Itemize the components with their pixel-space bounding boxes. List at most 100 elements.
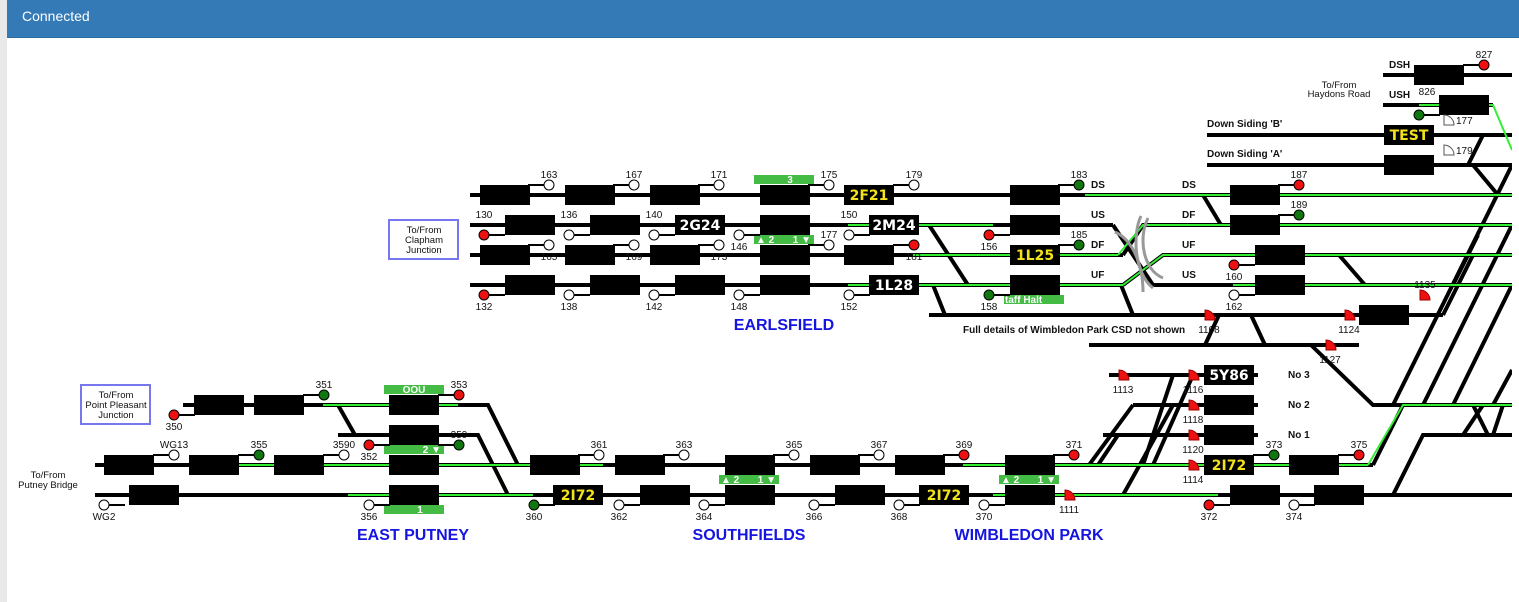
- train-2I72-b[interactable]: 2I72: [553, 485, 603, 505]
- shunt-signal-number: 1118: [1183, 415, 1204, 426]
- signal-373[interactable]: 373: [1253, 440, 1283, 461]
- signal-364[interactable]: 364: [696, 499, 725, 523]
- train-2M24[interactable]: 2M24: [869, 215, 919, 235]
- signal-158[interactable]: 158: [981, 289, 1010, 313]
- signal-number: 372: [1201, 512, 1218, 523]
- shunt-signal-1108[interactable]: 1108: [1198, 309, 1220, 336]
- shunt-signal-1127[interactable]: 1127: [1319, 339, 1341, 366]
- train-TEST[interactable]: TEST: [1384, 125, 1434, 145]
- train-2G24[interactable]: 2G24: [675, 215, 725, 235]
- train-1L28[interactable]: 1L28: [869, 275, 919, 295]
- signal-372[interactable]: 372: [1201, 499, 1230, 523]
- signal-365[interactable]: 365: [773, 440, 803, 461]
- svg-text:1L25: 1L25: [1016, 248, 1054, 264]
- signal-827[interactable]: 827: [1463, 50, 1493, 71]
- signal-362[interactable]: 362: [611, 499, 640, 523]
- signal-165[interactable]: 165: [528, 239, 558, 263]
- shunt-signal-1114[interactable]: 1114: [1183, 459, 1204, 486]
- signal-179[interactable]: 179: [893, 170, 923, 191]
- signal-375[interactable]: 375: [1338, 440, 1368, 461]
- signal-148[interactable]: 148: [731, 289, 760, 313]
- signal-183[interactable]: 183: [1058, 170, 1088, 191]
- signal-351[interactable]: 351: [303, 380, 333, 401]
- shunt-disc-icon: [1443, 144, 1455, 156]
- signal-163[interactable]: 163: [528, 170, 558, 191]
- shunt-signal-1118[interactable]: 1118: [1183, 399, 1204, 426]
- signal-171[interactable]: 171: [698, 170, 728, 191]
- signal-189[interactable]: 189: [1278, 200, 1308, 221]
- signal-140[interactable]: 140: [646, 210, 675, 241]
- signal-152[interactable]: 152: [841, 289, 870, 313]
- signal-aspect-red: [983, 229, 995, 241]
- shunt-signal-1124[interactable]: 1124: [1338, 309, 1360, 336]
- signal-361[interactable]: 361: [578, 440, 608, 461]
- signal-177[interactable]: 177: [808, 230, 838, 251]
- signal-359[interactable]: 359: [438, 430, 468, 451]
- clapham-junction-box[interactable]: To/From Clapham Junction: [388, 219, 459, 260]
- signal-aspect-white: [698, 499, 710, 511]
- signal-136[interactable]: 136: [561, 210, 590, 241]
- signal-number: 350: [166, 422, 183, 433]
- shunt-signal-1135[interactable]: 1135: [1414, 280, 1436, 301]
- signal-175[interactable]: 175: [808, 170, 838, 191]
- signal-187[interactable]: 187: [1278, 170, 1308, 191]
- signal-132[interactable]: 132: [476, 289, 505, 313]
- signal-366[interactable]: 366: [806, 499, 835, 523]
- signal-WG2[interactable]: WG2: [93, 499, 125, 523]
- train-2F21[interactable]: 2F21: [844, 185, 894, 205]
- signal-360[interactable]: 360: [526, 499, 555, 523]
- signal-350[interactable]: 350: [166, 409, 195, 433]
- signal-352[interactable]: 352: [361, 439, 390, 463]
- signal-169[interactable]: 169: [613, 239, 643, 263]
- signal-370[interactable]: 370: [976, 499, 1005, 523]
- train-2I72-a[interactable]: 2I72: [1204, 455, 1254, 475]
- train-2I72-c[interactable]: 2I72: [919, 485, 969, 505]
- train-1L25[interactable]: 1L25: [1010, 245, 1060, 265]
- signal-160[interactable]: 160: [1226, 259, 1255, 283]
- signal-3590[interactable]: 3590: [323, 440, 356, 461]
- signal-356[interactable]: 356: [361, 499, 390, 523]
- signal-167[interactable]: 167: [613, 170, 643, 191]
- signal-number: 351: [316, 380, 333, 391]
- signal-138[interactable]: 138: [561, 289, 590, 313]
- signal-826[interactable]: 826: [1413, 87, 1440, 121]
- station-east-putney: EAST PUTNEY: [357, 527, 469, 544]
- signal-number: 169: [626, 252, 643, 263]
- train-5Y86[interactable]: 5Y86: [1204, 365, 1254, 385]
- signal-150[interactable]: 150: [841, 210, 870, 241]
- uf-label-2: UF: [1182, 240, 1195, 251]
- signal-371[interactable]: 371: [1053, 440, 1083, 461]
- signal-aspect-white: [1228, 289, 1240, 301]
- signal-aspect-red: [363, 439, 375, 451]
- signal-WG13[interactable]: WG13: [153, 440, 189, 461]
- signal-185[interactable]: 185: [1058, 230, 1088, 251]
- signal-369[interactable]: 369: [943, 440, 973, 461]
- shunt-signal-1113[interactable]: 1113: [1113, 369, 1134, 396]
- signal-number: 185: [1071, 230, 1088, 241]
- shunt-signal-1111[interactable]: 1111: [1059, 489, 1079, 516]
- shunt-disc-icon: [1204, 309, 1216, 321]
- signal-number: 373: [1266, 440, 1283, 451]
- us-label-2: US: [1182, 270, 1196, 281]
- signal-367[interactable]: 367: [858, 440, 888, 461]
- signal-374[interactable]: 374: [1286, 499, 1315, 523]
- shunt-signal-179[interactable]: 179: [1443, 144, 1473, 157]
- signal-368[interactable]: 368: [891, 499, 920, 523]
- signal-162[interactable]: 162: [1226, 289, 1255, 313]
- signal-130[interactable]: 130: [476, 210, 505, 241]
- signal-aspect-green: [453, 439, 465, 451]
- shunt-signal-1116[interactable]: 1116: [1183, 369, 1204, 396]
- signal-156[interactable]: 156: [981, 229, 1010, 253]
- svg-text:Junction: Junction: [98, 410, 133, 421]
- signal-181[interactable]: 181: [893, 239, 923, 263]
- signal-number: 375: [1351, 440, 1368, 451]
- signal-363[interactable]: 363: [663, 440, 693, 461]
- signal-355[interactable]: 355: [238, 440, 268, 461]
- signal-173[interactable]: 173: [698, 239, 728, 263]
- signal-146[interactable]: 146: [731, 229, 760, 253]
- signal-142[interactable]: 142: [646, 289, 675, 313]
- shunt-signal-1120[interactable]: 1120: [1182, 429, 1204, 456]
- shunt-signal-177[interactable]: 177: [1443, 114, 1473, 127]
- signal-353[interactable]: 353: [438, 380, 468, 401]
- point-pleasant-junction-box[interactable]: To/From Point Pleasant Junction: [80, 384, 151, 425]
